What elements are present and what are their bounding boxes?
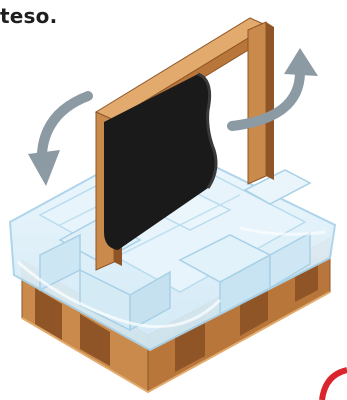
rotate-left-arrow-icon [28, 96, 88, 186]
rotate-right-arrow-icon [232, 48, 318, 126]
badge-ring [322, 370, 347, 400]
